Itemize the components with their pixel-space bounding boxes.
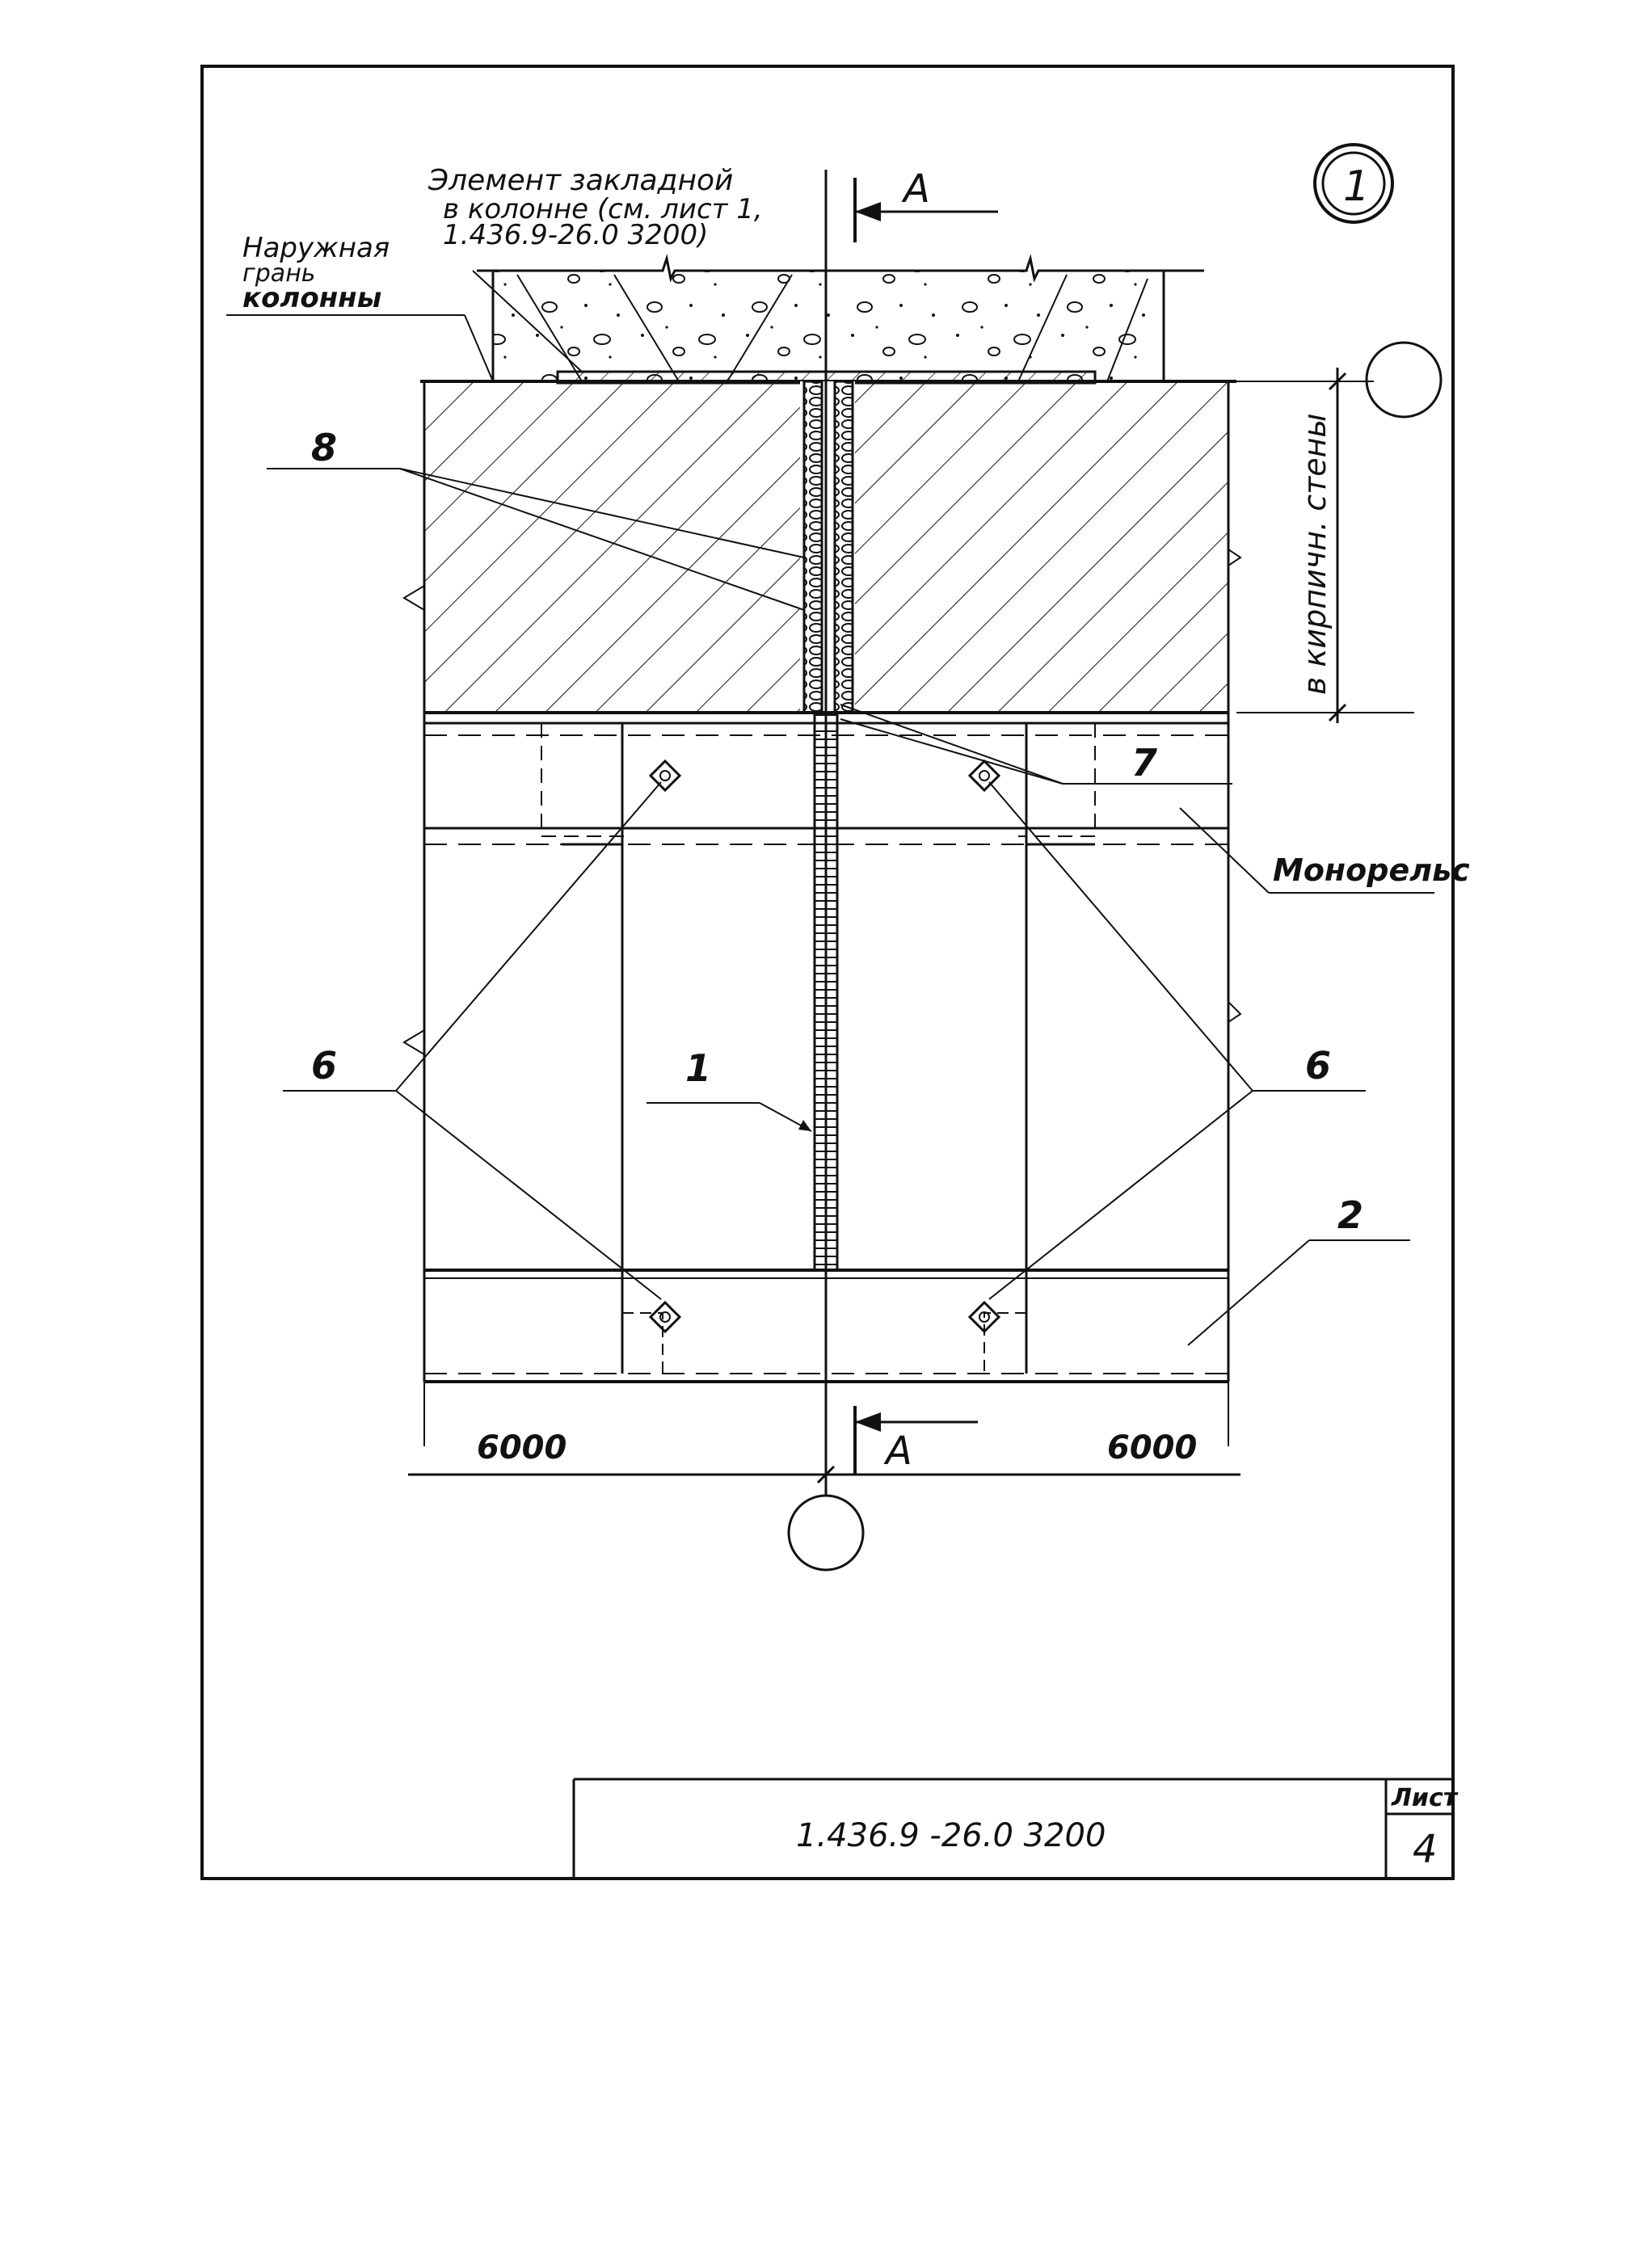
bracket-top-left — [541, 723, 630, 846]
callout-monorail: Монорельс — [1179, 807, 1470, 894]
callout-6-left: 6 — [283, 781, 662, 1300]
section-mark-bottom: А — [853, 1406, 978, 1475]
bottom-beam — [424, 1269, 1228, 1383]
note-outer-line3: колонны — [242, 282, 381, 314]
callout-1: 1 — [647, 1046, 812, 1132]
callout-1-label: 1 — [685, 1046, 711, 1090]
note-embedded-line3: 1.436.9-26.0 3200) — [443, 219, 708, 251]
note-embedded-line2: в колонне (см. лист 1, — [443, 193, 763, 225]
callout-6-right-label: 6 — [1305, 1044, 1331, 1088]
callout-8: 8 — [267, 426, 805, 611]
note-embedded-line1: Элемент закладной — [428, 164, 733, 197]
callout-2-label: 2 — [1337, 1193, 1363, 1237]
bolt-top-left — [648, 759, 682, 793]
detail-marker: 1 — [1313, 143, 1394, 224]
dim-right: 6000 — [1107, 1429, 1197, 1466]
section-mark-top: А — [853, 166, 998, 242]
sheet-frame — [200, 65, 1455, 1880]
bolt-top-right — [967, 759, 1001, 793]
note-outer-line2: грань — [242, 259, 315, 288]
section-label-top: А — [901, 166, 930, 212]
callout-6-left-label: 6 — [311, 1044, 337, 1088]
detail-number: 1 — [1343, 162, 1370, 211]
axis-markers — [787, 341, 1443, 1572]
central-stem — [813, 711, 839, 1272]
dimension-bottom: 6000 6000 — [408, 1382, 1240, 1484]
note-outer-line1: Наружная — [242, 232, 390, 264]
note-embedded-element: Элемент закладной в колонне (см. лист 1,… — [428, 164, 763, 372]
note-outer-face: Наружная грань колонны — [226, 232, 494, 382]
callout-6-right: 6 — [988, 781, 1366, 1300]
hangers — [621, 723, 1028, 1374]
callout-7-label: 7 — [1131, 741, 1157, 785]
dim-left: 6000 — [477, 1429, 566, 1466]
weld-strip — [800, 380, 855, 714]
section-label-bottom: А — [883, 1429, 912, 1474]
callout-8-label: 8 — [311, 426, 337, 469]
sheet-number: 4 — [1413, 1827, 1438, 1872]
sheet-label: Лист — [1391, 1784, 1459, 1812]
bolts — [648, 759, 1001, 1334]
title-block: 1.436.9 -26.0 3200 Лист 4 — [572, 1778, 1459, 1879]
doc-code: 1.436.9 -26.0 3200 — [796, 1817, 1106, 1854]
callout-7: 7 — [840, 704, 1232, 785]
bolt-bottom-left — [648, 1300, 682, 1334]
bracket-top-right — [1018, 723, 1096, 846]
axis-circle-bottom — [787, 1494, 865, 1572]
axis-circle-right — [1365, 341, 1443, 419]
monorail-label: Монорельс — [1273, 852, 1470, 888]
dimension-wall: в кирпичн. стены — [1236, 368, 1414, 723]
bolt-bottom-right — [967, 1300, 1001, 1334]
column-concrete — [477, 254, 1204, 382]
wall-dimension-label: в кирпичн. стены — [1297, 414, 1333, 696]
callout-2: 2 — [1187, 1193, 1410, 1346]
